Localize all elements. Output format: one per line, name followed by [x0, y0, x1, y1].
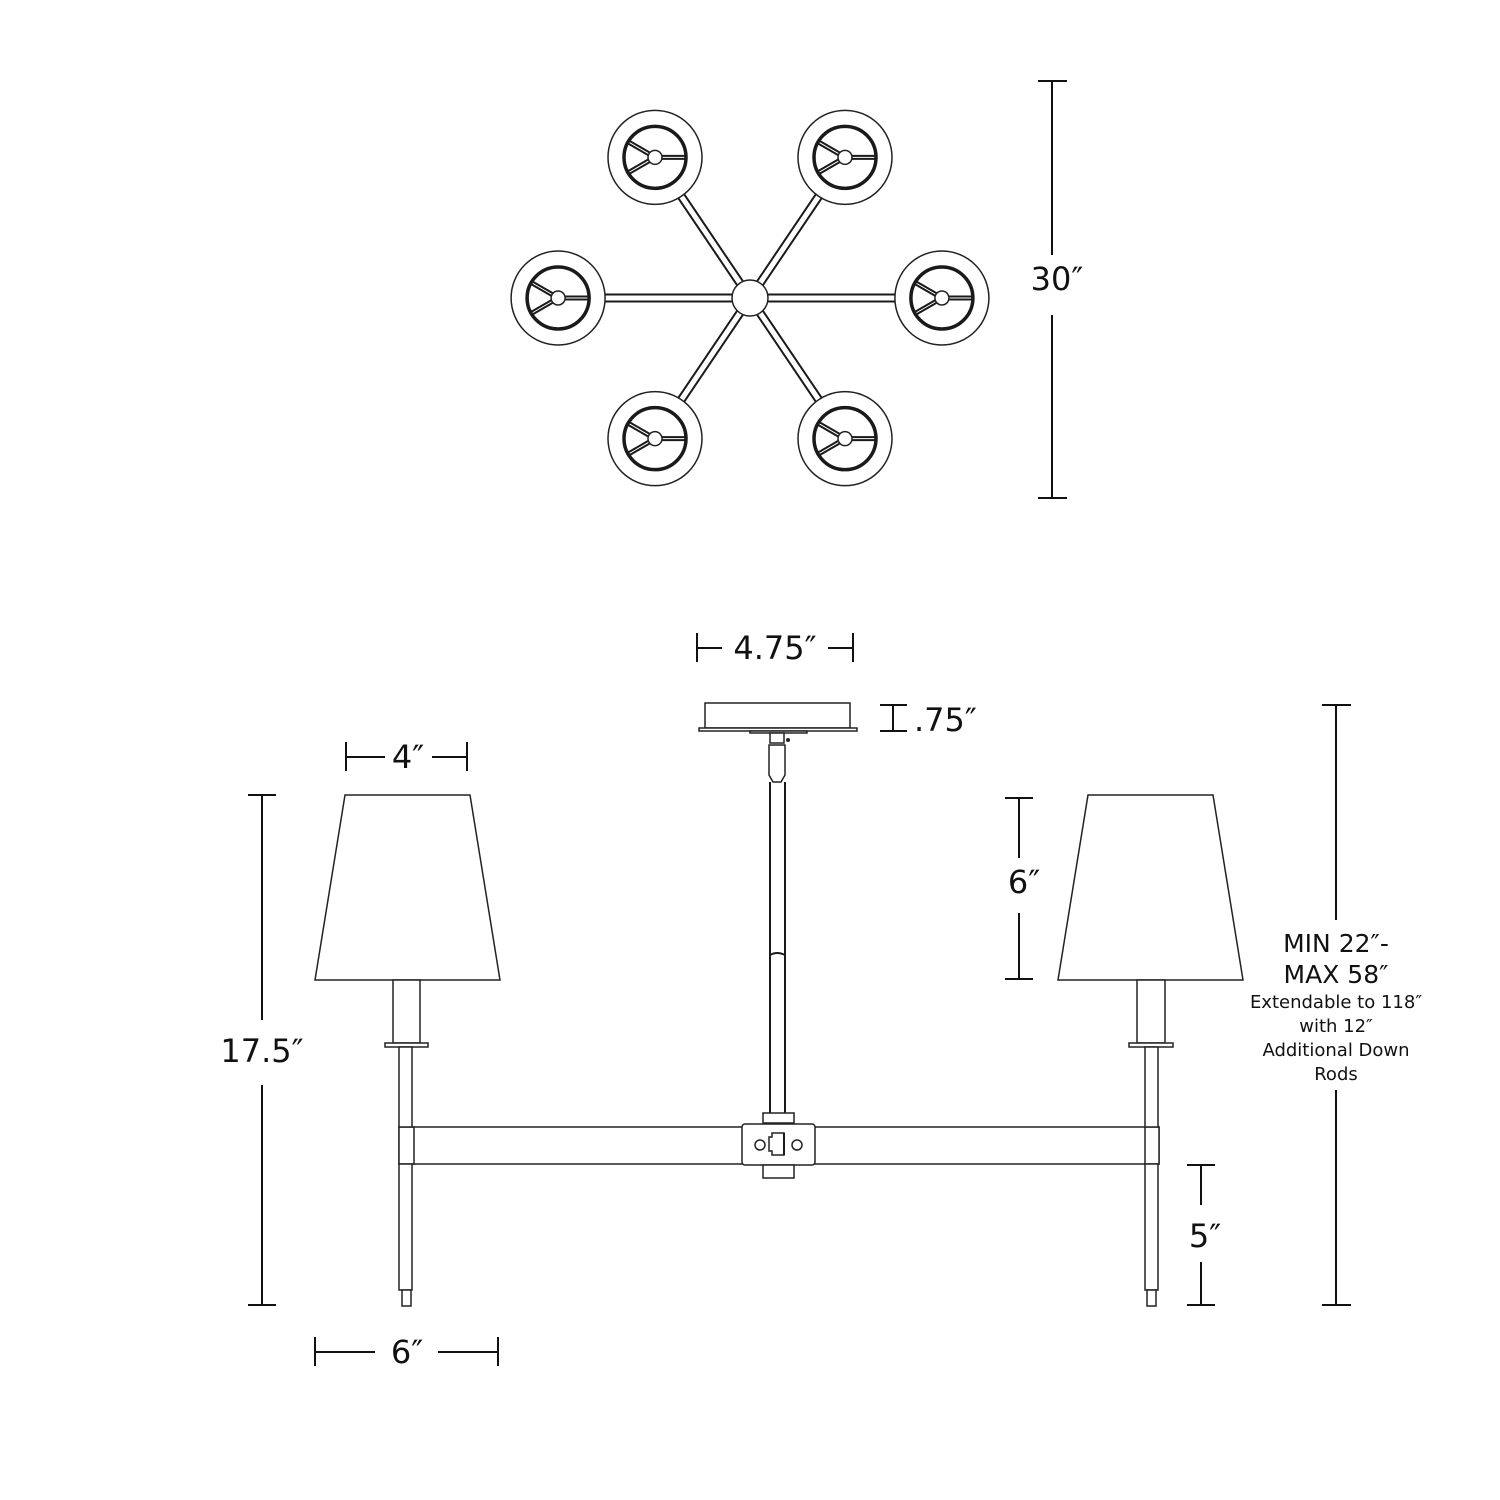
extension-note-2: with 12″ [1299, 1016, 1373, 1037]
arm [754, 192, 823, 289]
right-lamp [1057, 794, 1244, 1307]
top-view [510, 109, 990, 487]
dimension-canopy-height: .75″ [880, 701, 977, 739]
shade-top [607, 109, 703, 206]
socket-hub [647, 149, 663, 166]
dimension-overall-height: MIN 22″- MAX 58″ Extendable to 118″ with… [1250, 704, 1422, 1306]
extension-note-3: Additional Down [1262, 1040, 1409, 1061]
shade-height-label: 6″ [1008, 863, 1040, 901]
shade-bottom-width-label: 6″ [391, 1333, 423, 1371]
dimension-top-height: 30″ [1031, 80, 1084, 499]
side-view [314, 702, 1244, 1307]
shade-top-width-label: 4″ [392, 738, 424, 776]
top-height-label: 30″ [1031, 260, 1084, 298]
center-hub [731, 279, 769, 317]
shade-top [797, 109, 893, 206]
extension-note-4: Rods [1314, 1064, 1358, 1085]
socket-hub [837, 430, 853, 447]
shade-top [607, 390, 703, 487]
socket-hub [934, 290, 950, 306]
dimension-rod-below-arm: 5″ [1187, 1164, 1221, 1306]
socket-hub [837, 149, 853, 166]
top-view-shades [510, 109, 990, 487]
down-rod [769, 782, 786, 1113]
socket-hub [550, 290, 566, 306]
rod-below-arm-label: 5″ [1189, 1217, 1221, 1255]
top-view-arms [604, 192, 896, 404]
arm [677, 307, 746, 404]
overall-min-label: MIN 22″- [1283, 929, 1389, 958]
canopy-width-label: 4.75″ [733, 629, 816, 667]
canopy [698, 702, 858, 783]
shade-top [894, 250, 990, 346]
arm [754, 307, 823, 404]
dimension-shade-height: 6″ [1005, 797, 1040, 980]
dimension-shade-top: 4″ [345, 738, 468, 776]
arm [677, 192, 746, 289]
arm [765, 293, 896, 303]
horizontal-arm [398, 1112, 1160, 1179]
dimension-canopy-width: 4.75″ [696, 629, 854, 667]
left-lamp [314, 794, 501, 1307]
shade-top [510, 250, 606, 346]
overall-max-label: MAX 58″ [1284, 960, 1389, 989]
socket-hub [647, 430, 663, 447]
fixture-height-label: 17.5″ [220, 1032, 303, 1070]
canopy-height-label: .75″ [914, 701, 977, 739]
arm [604, 293, 735, 303]
dimension-fixture-height: 17.5″ [220, 794, 304, 1306]
shade-top [797, 390, 893, 487]
extension-note-1: Extendable to 118″ [1250, 992, 1422, 1013]
dimension-shade-bottom: 6″ [314, 1333, 499, 1371]
